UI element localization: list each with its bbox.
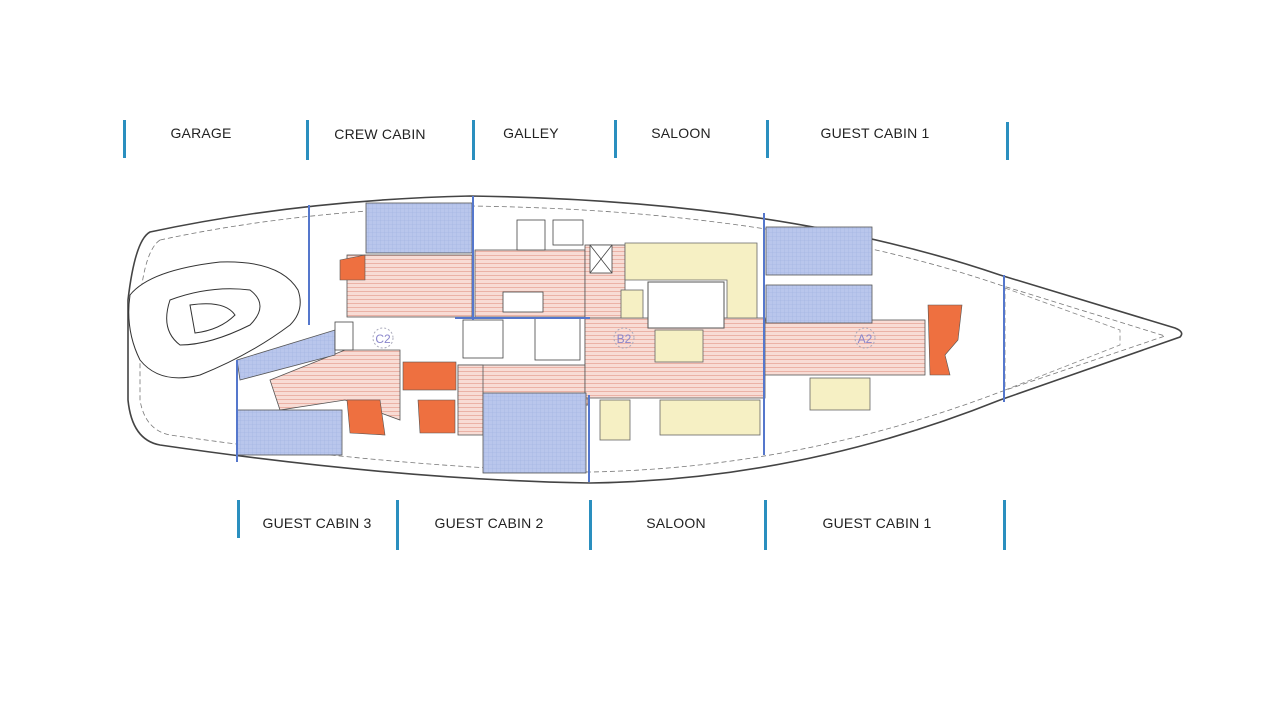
section-divider: [764, 500, 767, 550]
section-divider: [589, 500, 592, 550]
section-divider: [614, 120, 617, 158]
section-divider: [472, 120, 475, 160]
section-divider: [306, 120, 309, 160]
section-divider: [1003, 500, 1006, 550]
label-galley: GALLEY: [503, 125, 559, 141]
marker-a2: A2: [858, 332, 873, 346]
saloon-table: [647, 281, 725, 329]
section-divider: [396, 500, 399, 550]
label-garage: GARAGE: [170, 125, 232, 141]
galley-fittings: [334, 219, 613, 361]
label-guest-cabin-3: GUEST CABIN 3: [262, 515, 372, 531]
label-guest-cabin-1-top: GUEST CABIN 1: [820, 125, 930, 141]
label-guest-cabin-2: GUEST CABIN 2: [434, 515, 544, 531]
section-divider: [766, 120, 769, 158]
heads: [339, 254, 963, 436]
section-lines: [236, 196, 1005, 482]
section-divider: [123, 120, 126, 158]
marker-c2: C2: [375, 332, 391, 346]
section-divider: [1006, 122, 1009, 160]
label-saloon-top: SALOON: [651, 125, 711, 141]
tender-dinghy: [128, 261, 301, 379]
label-crew-cabin: CREW CABIN: [334, 126, 426, 142]
label-guest-cabin-1-bottom: GUEST CABIN 1: [822, 515, 932, 531]
marker-b2: B2: [617, 332, 632, 346]
label-saloon-bottom: SALOON: [646, 515, 706, 531]
berths: [236, 202, 873, 474]
saloon-seating: [599, 242, 871, 441]
section-divider: [237, 500, 240, 538]
